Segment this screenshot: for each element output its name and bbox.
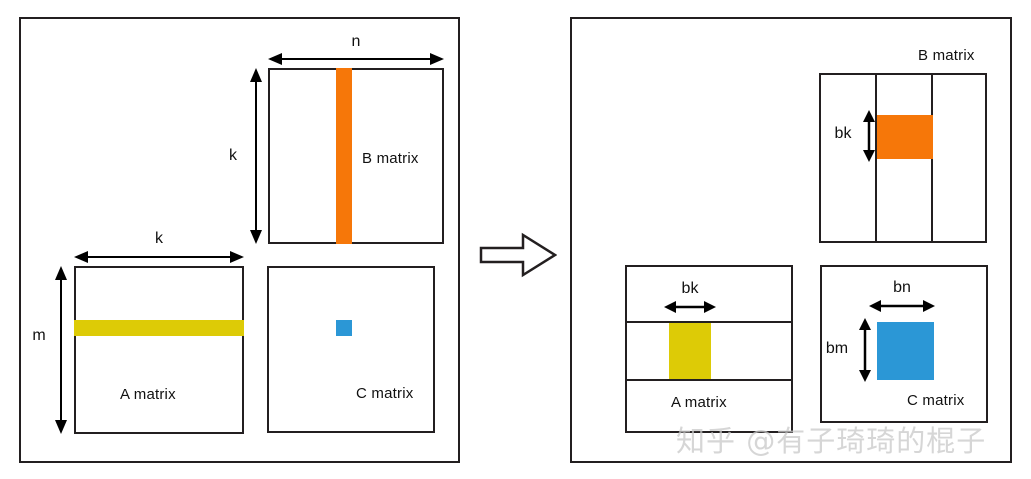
right-a-matrix-divider-1 bbox=[627, 321, 791, 323]
dim-arrow-m bbox=[55, 266, 67, 434]
right-a-matrix-divider-2 bbox=[627, 379, 791, 381]
left-b-matrix-orange-stripe bbox=[336, 68, 352, 244]
left-c-matrix: C matrix bbox=[267, 266, 435, 433]
dim-arrow-bk-vertical bbox=[863, 110, 875, 162]
right-b-matrix-orange-block bbox=[877, 115, 933, 159]
right-b-matrix-label: B matrix bbox=[918, 47, 975, 64]
transform-arrow-icon bbox=[479, 232, 557, 278]
right-a-matrix-label: A matrix bbox=[671, 394, 727, 411]
left-c-matrix-blue-element bbox=[336, 320, 352, 336]
dim-label-bk-horizontal: bk bbox=[681, 280, 699, 297]
dim-arrow-bk-horizontal bbox=[664, 301, 716, 313]
left-b-matrix: B matrix bbox=[268, 68, 444, 244]
dim-label-k-horizontal: k bbox=[155, 230, 163, 247]
right-c-matrix-label: C matrix bbox=[907, 392, 965, 409]
left-a-matrix-yellow-stripe bbox=[74, 320, 244, 336]
left-b-matrix-label: B matrix bbox=[362, 150, 419, 167]
left-a-matrix-label: A matrix bbox=[120, 386, 176, 403]
right-a-matrix-yellow-block bbox=[669, 323, 711, 379]
dim-arrow-bn bbox=[869, 300, 935, 312]
left-c-matrix-label: C matrix bbox=[356, 385, 414, 402]
dim-arrow-k-vertical bbox=[250, 68, 262, 244]
dim-label-k-vertical: k bbox=[229, 147, 237, 164]
dim-arrow-bm bbox=[859, 318, 871, 382]
right-c-matrix: C matrix bbox=[820, 265, 988, 423]
right-b-matrix-divider-1 bbox=[875, 75, 877, 241]
dim-label-bk-vertical: bk bbox=[834, 125, 852, 142]
right-c-matrix-blue-block bbox=[877, 322, 934, 380]
dim-arrow-k-horizontal bbox=[74, 251, 244, 263]
dim-label-n: n bbox=[351, 33, 361, 50]
dim-label-bn: bn bbox=[893, 279, 911, 296]
right-b-matrix bbox=[819, 73, 987, 243]
dim-arrow-n bbox=[268, 53, 444, 65]
left-a-matrix: A matrix bbox=[74, 266, 244, 434]
dim-label-m: m bbox=[32, 327, 46, 344]
dim-label-bm: bm bbox=[825, 340, 849, 357]
right-a-matrix: A matrix bbox=[625, 265, 793, 433]
